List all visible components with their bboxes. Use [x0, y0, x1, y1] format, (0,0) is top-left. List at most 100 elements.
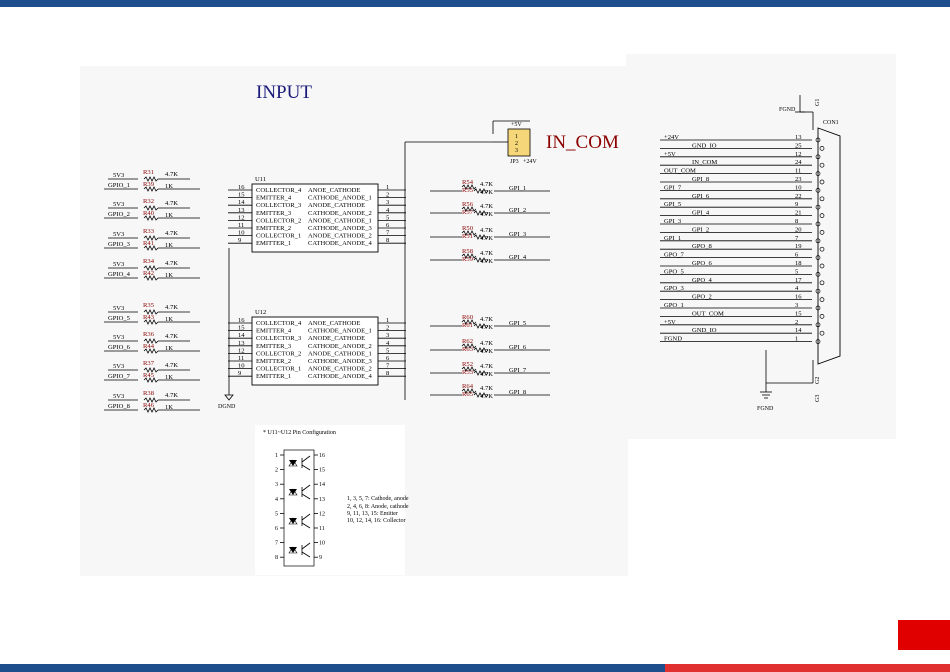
u12-right-pin-name: ANODE_CATHODE — [308, 335, 365, 342]
u12-left-pin-number: 16 — [238, 317, 245, 324]
resistor-ref: R43 — [143, 314, 155, 321]
resistor-symbol — [473, 392, 489, 398]
connector-pin-icon — [819, 179, 825, 185]
resistor-ref: R63 — [462, 346, 474, 353]
resistor-symbol — [461, 253, 477, 259]
resistor-symbol — [461, 319, 477, 325]
u11-right-pin-number: 3 — [386, 199, 390, 206]
input-net-5v3: 5V3 — [113, 305, 125, 312]
resistor-value: 4.7K — [165, 362, 178, 369]
slide-accent-square — [898, 620, 950, 650]
u11-left-pin-number: 13 — [238, 207, 245, 214]
connector-schematic-panel — [626, 54, 896, 439]
u11-left-pin-number: 10 — [238, 230, 245, 237]
resistor-ref: R32 — [143, 198, 154, 205]
led-icon — [288, 459, 298, 467]
resistor-ref: R51 — [462, 233, 473, 240]
connector-net-label: OUT_COM — [664, 168, 696, 175]
input-net-5v3: 5V3 — [113, 172, 125, 179]
connector-net-label: GPI_4 — [692, 210, 710, 217]
u12-right-pin-number: 7 — [386, 363, 390, 370]
connector-pin-icon — [819, 280, 825, 286]
resistor-value: 4.7K — [480, 235, 493, 242]
connector-net-label: GPO_8 — [692, 243, 712, 250]
bottom-bar — [0, 664, 665, 672]
connector-pin-number: 21 — [795, 210, 802, 217]
jp3-bottom-net: +24V — [523, 159, 537, 165]
connector-pin-number: 9 — [795, 201, 799, 208]
resistor-ref: R61 — [462, 322, 473, 329]
pin-config-right-pin: 10 — [319, 541, 325, 547]
u11-right-pin-number: 7 — [386, 230, 390, 237]
connector-net-label: GPO_5 — [664, 268, 684, 275]
connector-pin-icon — [815, 137, 821, 143]
resistor-symbol — [461, 230, 477, 236]
connector-pin-icon — [819, 314, 825, 319]
connector-net-label: GPI_2 — [692, 226, 709, 233]
u12-right-pin-name: ANOE_CATHODE — [308, 320, 360, 327]
connector-pin-icon — [815, 255, 821, 260]
gpi-net-label: GPI_8 — [509, 389, 527, 396]
led-icon — [288, 546, 298, 554]
connector-pin-number: 10 — [795, 184, 802, 191]
input-net-5v3: 5V3 — [113, 393, 125, 400]
input-net-5v3: 5V3 — [113, 261, 125, 268]
jumper-jp3: +5V 1 2 3 JP3 +24V — [404, 120, 537, 400]
u12-left-pin-name: COLLECTOR_2 — [256, 350, 301, 357]
connector-pin-icon — [815, 272, 821, 277]
u12-left-pin-name: EMITTER_2 — [256, 358, 291, 365]
gpi-net-label: GPI_7 — [509, 367, 527, 374]
connector-pin-number: 7 — [795, 235, 799, 242]
resistor-symbol — [143, 397, 159, 403]
resistor-value: 1K — [165, 212, 173, 219]
resistor-ref: R57 — [462, 209, 474, 216]
connector-pin-number: 12 — [795, 151, 802, 158]
gpio-net-label: GPIO_8 — [108, 403, 131, 410]
connector-pin-number: 13 — [795, 134, 802, 141]
resistor-value: 4.7K — [480, 250, 493, 257]
u11-right-pin-number: 6 — [386, 222, 390, 229]
u11-left-pin-number: 16 — [238, 184, 245, 191]
u12-left-pin-number: 14 — [238, 332, 245, 339]
connector-net-label: GPI_1 — [664, 235, 681, 242]
u12-right-pin-number: 4 — [386, 340, 390, 347]
resistor-ref: R36 — [143, 331, 155, 338]
resistor-value: 4.7K — [165, 304, 178, 311]
pin-config-right-pin: 13 — [319, 497, 325, 503]
u11-right-pin-number: 1 — [386, 184, 389, 191]
resistor-value: 4.7K — [480, 348, 493, 355]
connector-net-label: GND_IO — [692, 142, 717, 149]
gpio-net-label: GPIO_6 — [108, 344, 131, 351]
connector-pin-icon — [815, 339, 821, 344]
resistor-symbol — [143, 215, 159, 221]
input-title: INPUT — [256, 82, 312, 103]
g1-label: G1 — [815, 99, 821, 106]
resistor-symbol — [143, 377, 159, 383]
pin-config-left-pin: 3 — [275, 482, 278, 488]
pin-config-left-pin: 4 — [275, 497, 278, 503]
pin-config-left-pin: 7 — [275, 541, 278, 547]
u12-right-pin-name: CATHODE_ANODE_4 — [308, 373, 372, 380]
gpio-net-label: GPIO_7 — [108, 373, 131, 380]
resistor-ref: R64 — [462, 383, 474, 390]
resistor-value: 4.7K — [480, 258, 493, 265]
resistor-ref: R60 — [462, 314, 474, 321]
u11-right-pin-name: ANODE_CATHODE_2 — [308, 233, 372, 240]
pin-config-right-pin: 11 — [319, 526, 325, 532]
gpio-net-label: GPIO_5 — [108, 315, 131, 322]
resistor-symbol — [143, 245, 159, 251]
u11-right-pin-number: 4 — [386, 207, 390, 214]
resistor-ref: R52 — [462, 361, 473, 368]
g3-label: G3 — [815, 395, 821, 402]
u11-left-pin-number: 14 — [238, 199, 245, 206]
fgnd-bottom-label: FGND — [757, 406, 774, 412]
u12-ref: U12 — [255, 309, 266, 316]
connector-pin-icon — [815, 221, 821, 227]
resistor-value: 4.7K — [480, 316, 493, 323]
u11-right-pin-name: ANODE_CATHODE — [308, 202, 365, 209]
u12-left-pin-number: 9 — [238, 370, 242, 377]
connector-pin-number: 14 — [795, 327, 802, 334]
connector-pin-number: 1 — [795, 336, 798, 343]
connector-net-label: +5V — [664, 151, 676, 158]
